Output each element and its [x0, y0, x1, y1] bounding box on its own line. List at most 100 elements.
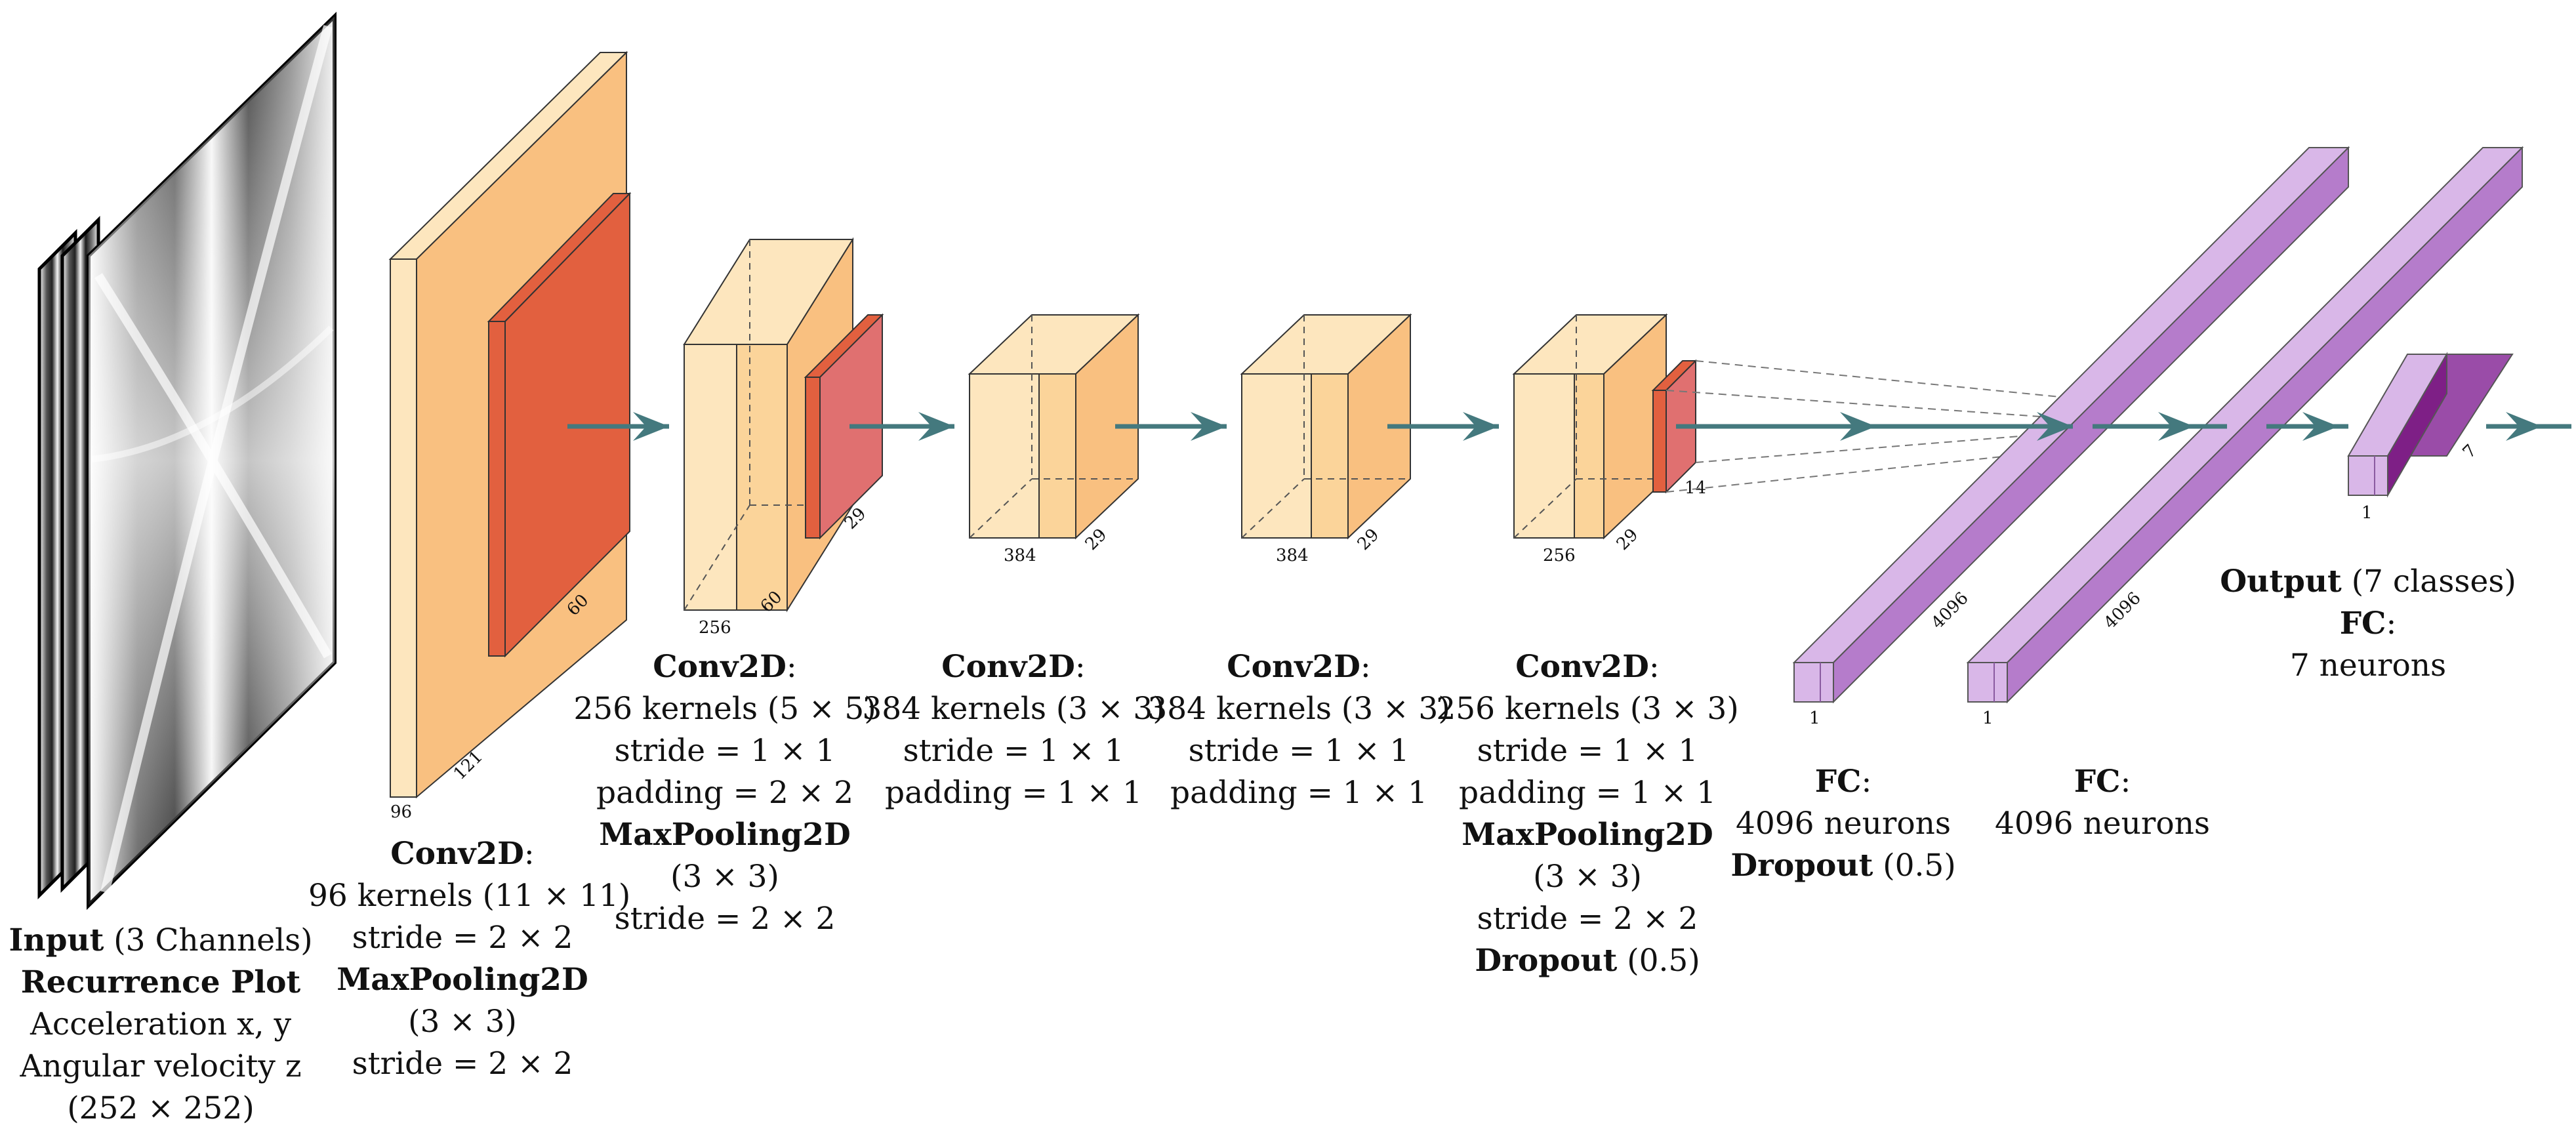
- conv5-caption-line: (3 × 3): [1433, 856, 1742, 898]
- conv4-caption-line: 384 kernels (3 × 3): [1145, 688, 1453, 730]
- conv5-caption-text: 256 kernels (3 × 3): [1436, 691, 1739, 727]
- conv3-dim-depth: 384: [1004, 546, 1036, 565]
- arrow-conv1-conv2: [567, 412, 669, 441]
- input-recurrence-plots: [37, 11, 337, 911]
- flow-arrows: [567, 412, 2571, 441]
- conv4-caption-line: padding = 1 × 1: [1145, 772, 1453, 814]
- conv5-caption-line: stride = 1 × 1: [1433, 730, 1742, 772]
- fc2-dim-width: 1: [1982, 708, 1993, 728]
- conv1-caption-bold: Conv2D: [390, 836, 524, 872]
- conv4-caption-text: padding = 1 × 1: [1170, 775, 1427, 811]
- conv2-caption-line: padding = 2 × 2: [571, 772, 879, 814]
- conv1-caption-line: (3 × 3): [308, 1001, 617, 1043]
- fc2-caption-line: 4096 neurons: [1971, 803, 2234, 845]
- conv1-caption-line: stride = 2 × 2: [308, 917, 617, 959]
- conv3-caption-bold: Conv2D: [941, 649, 1075, 685]
- output-caption: Output (7 classes)FC:7 neurons: [2204, 561, 2532, 687]
- fc1-caption-text: 4096 neurons: [1735, 806, 1952, 842]
- conv1-caption-text: (3 × 3): [408, 1004, 517, 1040]
- conv5-caption-text: padding = 1 × 1: [1459, 775, 1716, 811]
- conv1-caption: Conv2D:96 kernels (11 × 11)stride = 2 × …: [308, 833, 630, 1085]
- conv3-caption-text: :: [1074, 649, 1086, 685]
- conv2-caption-line: stride = 1 × 1: [571, 730, 879, 772]
- conv3-caption-line: stride = 1 × 1: [859, 730, 1168, 772]
- conv4-caption: Conv2D:384 kernels (3 × 3)stride = 1 × 1…: [1145, 646, 1453, 814]
- conv4-block: 384 29: [1240, 313, 1412, 565]
- conv1-caption-line: Conv2D:: [308, 833, 617, 875]
- input-caption: Input (3 Channels) Recurrence Plot Accel…: [0, 920, 321, 1130]
- conv2-caption-text: stride = 1 × 1: [614, 733, 836, 769]
- conv1-block: 96 121 60: [388, 51, 632, 822]
- conv4-caption-text: :: [1360, 649, 1371, 685]
- output-caption-bold: FC: [2339, 605, 2386, 642]
- fc2-caption-text: 4096 neurons: [1994, 806, 2211, 842]
- conv5-dim-height: 29: [1613, 525, 1643, 554]
- conv2-caption-line: 256 kernels (5 × 5): [571, 688, 879, 730]
- fc2-caption: FC:4096 neurons: [1971, 761, 2234, 845]
- conv3-caption-line: padding = 1 × 1: [859, 772, 1168, 814]
- conv4-caption-bold: Conv2D: [1227, 649, 1360, 685]
- conv5-dim-pool: 14: [1685, 478, 1706, 498]
- conv2-caption-text: :: [786, 649, 797, 685]
- fc1-caption-line: 4096 neurons: [1712, 803, 1974, 845]
- conv5-caption-line: 256 kernels (3 × 3): [1433, 688, 1742, 730]
- conv2-block: 256 60 29: [683, 237, 884, 638]
- conv1-caption-text: :: [523, 836, 535, 872]
- input-channel-3: [87, 11, 337, 911]
- conv5-caption-line: Conv2D:: [1433, 646, 1742, 688]
- conv5-pool: [1651, 359, 1698, 494]
- conv4-caption-line: Conv2D:: [1145, 646, 1453, 688]
- conv2-caption-text: 256 kernels (5 × 5): [573, 691, 876, 727]
- conv1-caption-text: stride = 2 × 2: [352, 1046, 573, 1082]
- conv3-caption-line: 384 kernels (3 × 3): [859, 688, 1168, 730]
- conv2-dim-depth: 256: [699, 618, 731, 638]
- fc1-dim-width: 1: [1809, 708, 1820, 728]
- arrow-conv2-conv3: [849, 412, 954, 441]
- conv5-caption-text: stride = 1 × 1: [1477, 733, 1698, 769]
- arrow-conv5-fc1: [1676, 412, 2073, 441]
- conv2-caption-bold: Conv2D: [653, 649, 787, 685]
- arrow-conv4-conv5: [1387, 412, 1499, 441]
- fc1-caption-line: Dropout (0.5): [1712, 845, 1974, 887]
- conv2-caption-text: (3 × 3): [670, 859, 779, 895]
- arrow-conv3-conv4: [1115, 412, 1227, 441]
- conv1-caption-bold: MaxPooling2D: [337, 962, 588, 998]
- fc1-caption-line: FC:: [1712, 761, 1974, 803]
- conv1-caption-line: MaxPooling2D: [308, 959, 617, 1001]
- conv5-caption-bold: MaxPooling2D: [1462, 817, 1713, 853]
- conv5-caption-line: Dropout (0.5): [1433, 940, 1742, 982]
- output-caption-bold: Output: [2220, 564, 2342, 600]
- conv1-caption-text: 96 kernels (11 × 11): [308, 878, 631, 914]
- conv5-caption-text: (0.5): [1617, 943, 1700, 979]
- conv5-dim-depth: 256: [1543, 546, 1576, 565]
- input-line5: (252 × 252): [67, 1090, 255, 1126]
- conv2-caption-line: stride = 2 × 2: [571, 898, 879, 940]
- arrow-fc1-fc2: [2093, 412, 2227, 441]
- conv2-caption-text: padding = 2 × 2: [596, 775, 853, 811]
- conv2-caption-line: (3 × 3): [571, 856, 879, 898]
- fc1-caption-text: :: [1861, 764, 1872, 800]
- conv3-caption-line: Conv2D:: [859, 646, 1168, 688]
- conv1-caption-text: stride = 2 × 2: [352, 920, 573, 956]
- conv4-dim-depth: 384: [1276, 546, 1309, 565]
- output-caption-text: 7 neurons: [2289, 647, 2447, 684]
- arrow-fc2-output: [2266, 412, 2348, 441]
- conv5-caption-line: padding = 1 × 1: [1433, 772, 1742, 814]
- conv3-caption-text: padding = 1 × 1: [885, 775, 1142, 811]
- output-caption-text: :: [2386, 605, 2397, 642]
- conv1-caption-line: 96 kernels (11 × 11): [308, 875, 630, 917]
- input-subtitle: Recurrence Plot: [20, 964, 301, 1000]
- conv2-caption-bold: MaxPooling2D: [599, 817, 851, 853]
- input-title-rest: (3 Channels): [104, 922, 313, 958]
- conv5-caption-text: (3 × 3): [1533, 859, 1642, 895]
- input-title: Input: [9, 922, 104, 958]
- conv3-block: 384 29: [968, 313, 1140, 565]
- conv5-caption-bold: Conv2D: [1515, 649, 1649, 685]
- conv5-block: 256 29 14: [1512, 313, 1706, 565]
- fc2-caption-line: FC:: [1971, 761, 2234, 803]
- conv3-caption-text: stride = 1 × 1: [903, 733, 1124, 769]
- fc1-caption-bold: Dropout: [1730, 848, 1873, 884]
- fc1-caption-text: (0.5): [1873, 848, 1956, 884]
